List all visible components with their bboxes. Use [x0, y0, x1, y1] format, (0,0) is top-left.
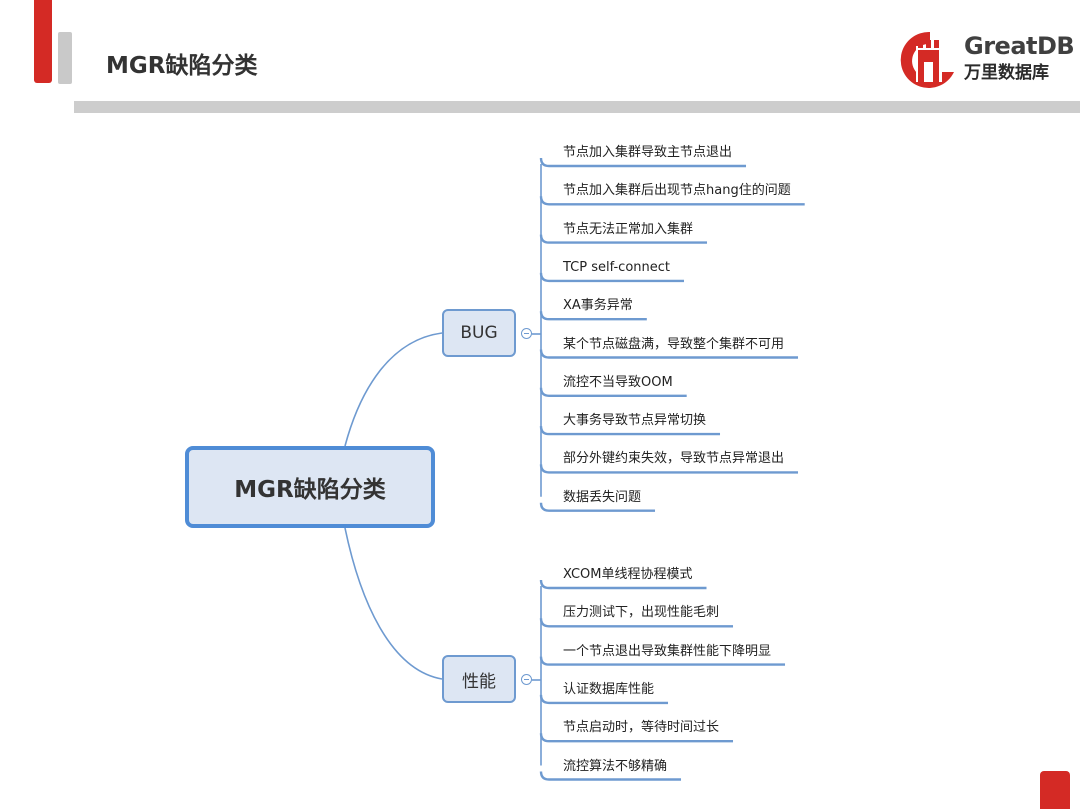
mindmap-leaf-item: 压力测试下，出现性能毛刺: [563, 605, 720, 621]
mindmap-leaf-item: 节点加入集群后出现节点hang住的问题: [563, 183, 791, 199]
leaf-underline: [539, 656, 786, 666]
accent-bar-gray: [58, 32, 72, 84]
logo-brand-en: GreatDB: [964, 32, 1075, 60]
logo-castle-icon: [900, 31, 954, 88]
corner-accent-red: [1040, 771, 1070, 809]
mindmap-leaf-item: 一个节点退出导致集群性能下降明显: [563, 643, 772, 659]
collapse-toggle-bug[interactable]: [521, 328, 532, 339]
mindmap-leaf-item: 某个节点磁盘满，导致整个集群不可用: [563, 336, 785, 352]
mindmap-leaf-item: 部分外键约束失效，导致节点异常退出: [563, 451, 785, 467]
leaf-underline: [539, 157, 747, 168]
leaf-underline: [539, 234, 708, 244]
branch-node-performance: 性能: [442, 655, 516, 703]
accent-bar-red: [34, 0, 52, 83]
mindmap-leaf-item: 流控不当导致OOM: [563, 374, 673, 390]
mindmap-leaf-item: TCP self-connect: [563, 259, 670, 275]
leaf-underline: [539, 694, 669, 705]
mindmap-leaf-item: 大事务导致节点异常切换: [563, 413, 707, 429]
leaf-underline: [539, 349, 799, 359]
leaf-underline: [539, 272, 684, 283]
mindmap-leaf-item: XCOM单线程协程模式: [563, 567, 693, 582]
mindmap-leaf-item: 节点启动时，等待时间过长: [563, 720, 720, 736]
leaf-underline: [539, 502, 656, 512]
slide-title: MGR缺陷分类: [106, 53, 258, 79]
mindmap-leaf-item: 流控算法不够精确: [563, 758, 668, 774]
mindmap-leaf-item: 数据丢失问题: [563, 489, 642, 505]
leaf-underline: [539, 618, 734, 628]
leaf-underline: [539, 464, 799, 474]
mindmap-root-node: MGR缺陷分类: [185, 446, 435, 528]
mindmap-leaf-item: 认证数据库性能: [563, 681, 655, 697]
mindmap-leaf-item: 节点加入集群导致主节点退出: [563, 145, 733, 160]
mindmap-leaf-item: XA事务异常: [563, 298, 633, 314]
collapse-toggle-performance[interactable]: [521, 674, 532, 685]
title-underline-bar: [74, 101, 1080, 113]
connector-root-bug: [344, 332, 443, 447]
connector-root-performance: [344, 527, 443, 680]
leaf-underline: [539, 733, 734, 743]
branch-node-bug: BUG: [442, 309, 516, 357]
leaf-underline: [539, 311, 647, 321]
logo-brand-cn: 万里数据库: [964, 63, 1049, 83]
leaf-underline: [539, 771, 682, 781]
leaf-underline: [539, 579, 707, 590]
leaf-underline: [539, 426, 721, 436]
leaf-underline: [539, 387, 687, 397]
mindmap-leaf-item: 节点无法正常加入集群: [563, 221, 694, 237]
greatdb-logo: GreatDB 万里数据库: [890, 26, 1075, 96]
leaf-underline: [539, 196, 805, 206]
